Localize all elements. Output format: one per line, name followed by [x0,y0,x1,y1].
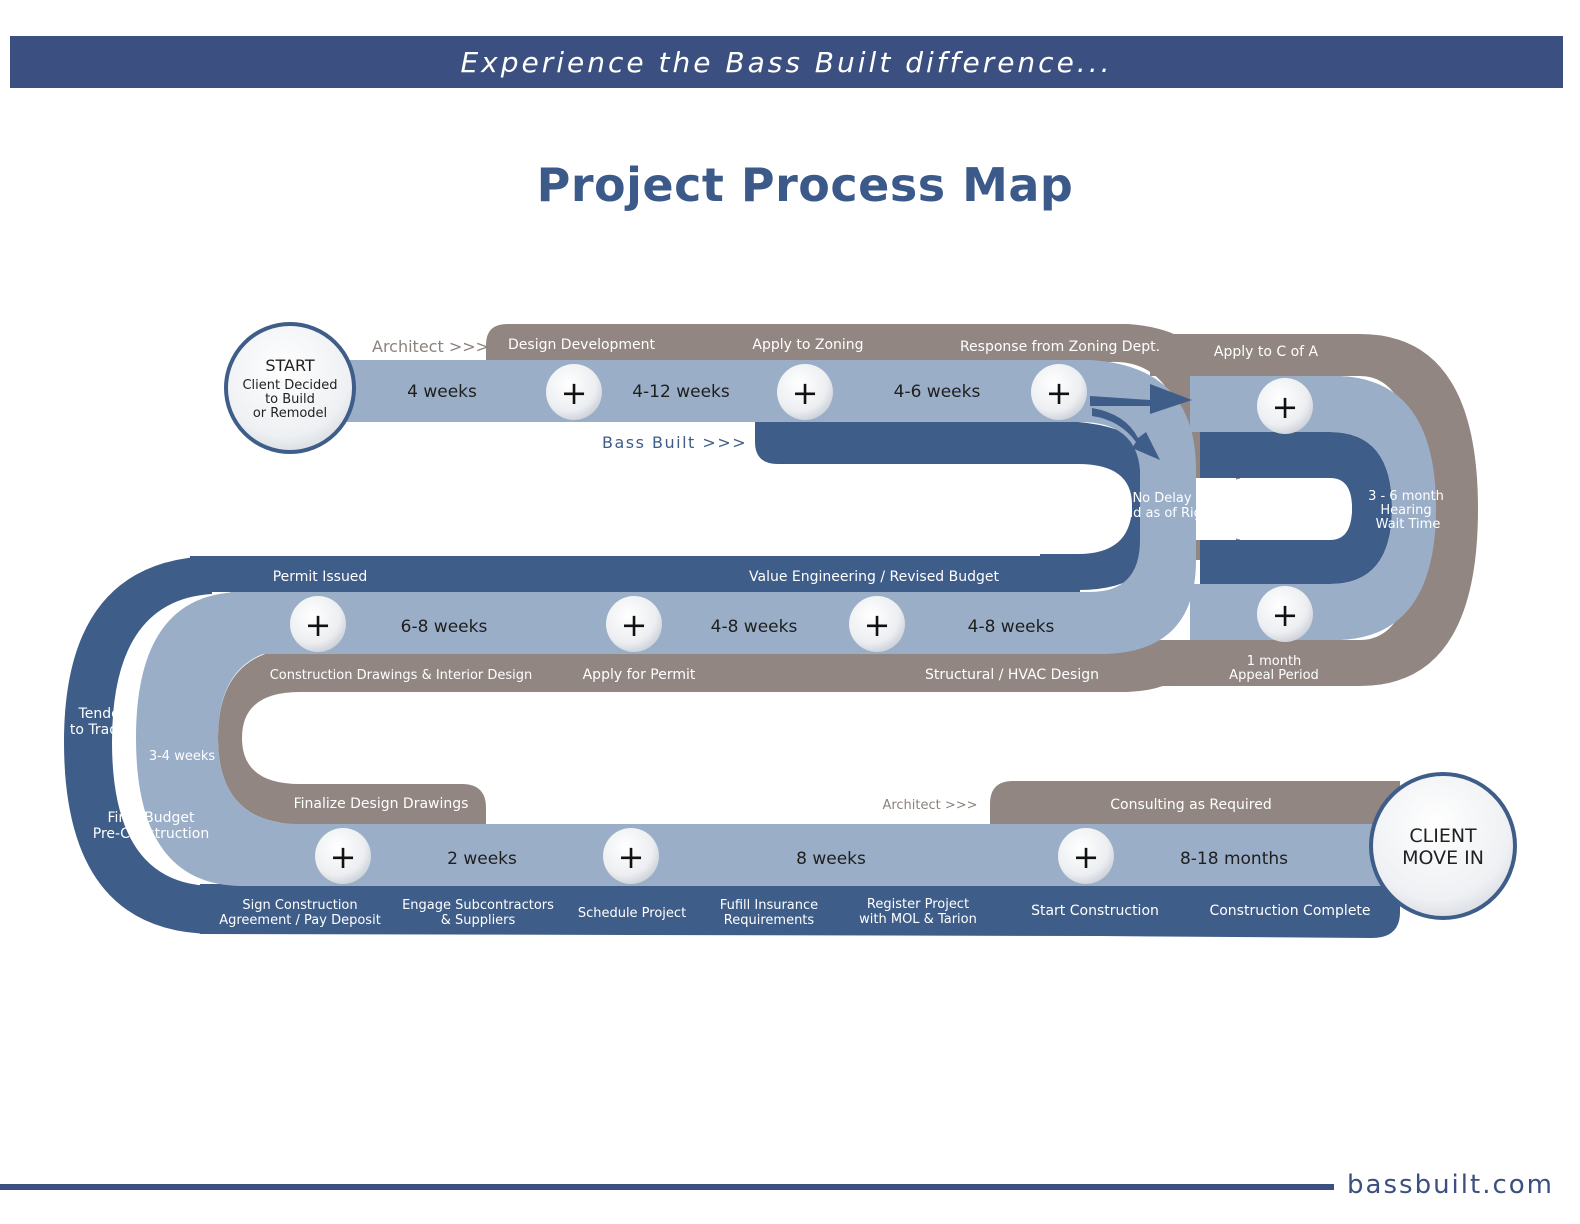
left-duration: 3-4 weeks [149,749,216,764]
start-line-3: or Remodel [253,406,327,421]
taupe-consulting-tab [990,781,1400,826]
svg-text:+: + [330,838,357,876]
plus-marker: + [777,364,833,420]
tender-label-1: Tender [78,706,126,722]
sign-label-2: Agreement / Pay Deposit [219,913,381,928]
value-engineering-label: Value Engineering / Revised Budget [749,569,1000,585]
insurance-label-1: Fufill Insurance [720,898,818,913]
plus-marker: + [315,828,371,884]
step-markers: + + + + + + + + + + + [290,364,1313,884]
row2-duration-2: 4-8 weeks [711,617,798,637]
footer-rule [0,1184,1334,1190]
final-budget-label-1: Final Budget [107,810,195,826]
plus-marker: + [1058,828,1114,884]
architect-label-top: Architect >>> [372,337,489,356]
insurance-label-2: Requirements [724,913,815,928]
hearing-label-1: 3 - 6 month [1368,489,1444,504]
structural-label: Structural / HVAC Design [925,667,1099,683]
arrow-to-coa [1090,384,1192,414]
start-line-2: to Build [265,392,315,407]
appeal-label-2: Appeal Period [1229,668,1319,683]
schedule-label: Schedule Project [578,906,686,921]
plus-marker: + [1257,586,1313,642]
taupe-finalize-tab [280,784,486,826]
plus-marker: + [546,364,602,420]
svg-text:+: + [1073,838,1100,876]
consulting-label: Consulting as Required [1110,797,1272,813]
row3-duration-1: 2 weeks [447,849,517,869]
start-title: START [265,356,315,375]
apply-coa-label: Apply to C of A [1214,344,1319,360]
light-coa-loop [1190,376,1436,640]
svg-text:+: + [1272,388,1299,426]
light-right-connector [1080,540,1196,654]
row1-duration-2: 4-12 weeks [632,382,730,402]
permit-issued-label: Permit Issued [273,569,368,585]
hearing-label-3: Wait Time [1376,517,1441,532]
response-zoning-label: Response from Zoning Dept. [960,339,1160,355]
taupe-left-loop [218,648,300,824]
dark-coa-inner [1200,432,1392,584]
hearing-label-2: Hearing [1380,503,1431,518]
light-left-loop [136,592,300,886]
svg-text:+: + [864,606,891,644]
dark-row2-top [190,556,1080,592]
svg-text:+: + [1272,596,1299,634]
start-line-1: Client Decided [242,378,337,393]
svg-text:+: + [792,374,819,412]
svg-text:+: + [561,374,588,412]
finalize-label: Finalize Design Drawings [294,796,469,812]
arrow-no-delay [1092,408,1160,460]
engage-label-2: & Suppliers [441,913,516,928]
bass-built-label: Bass Built >>> [602,433,747,452]
no-delay-label-2: Build as of Right [1109,506,1216,521]
light-row1 [330,360,1196,560]
svg-text:+: + [618,838,645,876]
svg-text:+: + [621,606,648,644]
no-delay-label-1: No Delay [1132,491,1191,506]
plus-marker: + [606,596,662,652]
sign-label-1: Sign Construction [242,898,357,913]
engage-label-1: Engage Subcontractors [402,898,554,913]
appeal-label-1: 1 month [1247,654,1302,669]
svg-text:+: + [305,606,332,644]
row2-duration-3: 4-8 weeks [968,617,1055,637]
end-line-2: MOVE IN [1402,847,1484,869]
light-row3 [240,824,1400,886]
apply-zoning-label: Apply to Zoning [752,337,863,353]
row1-duration-1: 4 weeks [407,382,477,402]
construction-drawings-label: Construction Drawings & Interior Design [270,668,533,683]
svg-text:+: + [1046,374,1073,412]
page-title: Project Process Map [536,158,1074,212]
end-line-1: CLIENT [1409,825,1477,847]
plus-marker: + [290,596,346,652]
flow-arrows [1090,384,1192,460]
register-label-1: Register Project [867,897,969,912]
row1-duration-3: 4-6 weeks [894,382,981,402]
construction-complete-label: Construction Complete [1209,903,1370,919]
row3-duration-3: 8-18 months [1180,849,1288,869]
start-construction-label: Start Construction [1031,903,1159,919]
dark-upper-s [755,422,1170,590]
plus-marker: + [1257,378,1313,434]
website-label: bassbuilt.com [1347,1170,1554,1200]
bass-built-bands [64,422,1400,938]
final-budget-label-2: Pre-Construction [93,826,209,842]
row2-duration-1: 6-8 weeks [401,617,488,637]
design-development-label: Design Development [508,337,656,353]
row3-duration-2: 8 weeks [796,849,866,869]
dark-left-loop [64,556,212,934]
plus-marker: + [603,828,659,884]
tender-label-2: to Trades [70,722,134,738]
architect-label-bottom: Architect >>> [882,798,977,813]
start-node: START Client Decided to Build or Remodel [224,322,356,454]
plus-marker: + [849,596,905,652]
header-banner: Experience the Bass Built difference... [10,36,1563,88]
dark-row3-bottom [200,884,1400,938]
plus-marker: + [1031,364,1087,420]
end-node: CLIENT MOVE IN [1369,772,1517,920]
apply-permit-label: Apply for Permit [583,667,696,683]
register-label-2: with MOL & Tarion [859,912,977,927]
